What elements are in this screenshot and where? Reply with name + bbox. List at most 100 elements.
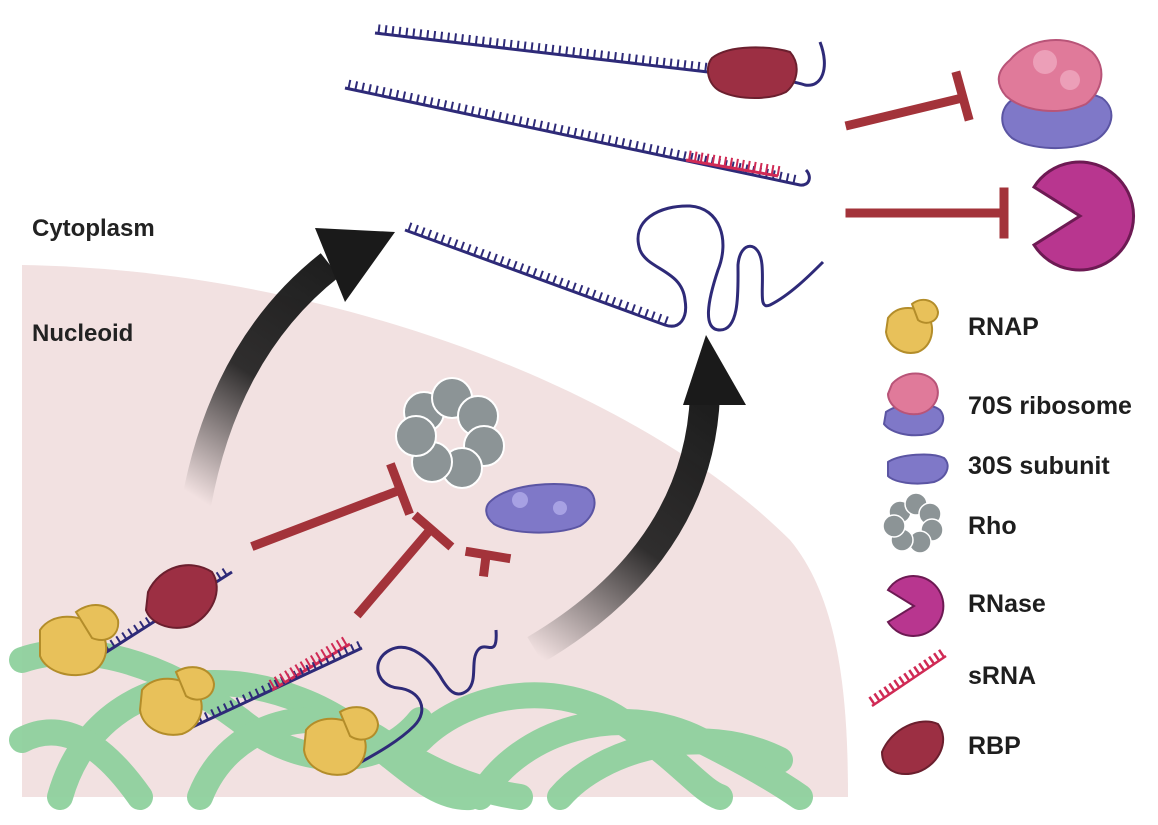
rna-tick	[460, 34, 464, 44]
rna-tick	[273, 676, 281, 686]
rna-tick	[463, 104, 468, 114]
rna-tick	[405, 27, 409, 37]
rna-tick	[613, 52, 617, 62]
rna-tick	[611, 296, 617, 307]
rna-tick	[606, 51, 610, 61]
rna-tick	[729, 157, 734, 168]
rna-tick	[928, 655, 936, 665]
rna-tick	[467, 34, 471, 45]
rna-tick	[479, 248, 485, 258]
rna-tick	[273, 679, 279, 688]
rna-tick	[655, 145, 660, 155]
rna-tick	[628, 139, 632, 149]
rna-tick	[539, 120, 543, 130]
rna-tick	[648, 56, 652, 66]
legend-label-srna: sRNA	[968, 662, 1037, 690]
rna-tick	[519, 263, 525, 273]
rna-tick	[133, 624, 140, 633]
rna-tick	[367, 84, 372, 94]
rna-tick	[361, 82, 365, 92]
rna-tick	[340, 636, 348, 647]
rna-tick	[229, 700, 235, 709]
rna-tick	[433, 232, 439, 242]
rna-tick	[620, 52, 624, 63]
rna-tick	[436, 98, 441, 108]
rna-tick	[495, 38, 499, 48]
rna-tick	[398, 26, 402, 36]
rna-tick	[518, 116, 523, 126]
rna-tick	[347, 79, 352, 89]
rna-tick	[284, 670, 291, 680]
rna-tick	[551, 275, 557, 285]
rna-tick	[407, 222, 413, 232]
rna-tick	[384, 25, 388, 35]
legend-label-rho: Rho	[968, 512, 1017, 540]
rna-tick	[558, 277, 564, 287]
rna-tick	[222, 703, 229, 712]
rna-tick	[491, 110, 496, 120]
rna-tick	[559, 124, 564, 135]
rna-tick	[325, 645, 333, 656]
rna-tick	[315, 651, 322, 662]
rna-tick	[443, 100, 448, 110]
ribosome-70s-icon	[997, 39, 1113, 149]
rna-tick	[330, 642, 338, 653]
rna-tick	[289, 667, 297, 677]
rna-tick	[621, 138, 626, 148]
rna-tick	[294, 664, 302, 674]
rna-tick	[474, 35, 478, 45]
rna-tick	[278, 673, 286, 683]
rbp-nascent	[144, 564, 218, 629]
rna-tick	[440, 234, 446, 244]
rna-tick	[723, 156, 728, 167]
rna-tick	[330, 652, 337, 661]
rna-tick	[492, 253, 498, 263]
rna-tick	[650, 311, 656, 321]
rna-tick	[248, 691, 254, 700]
rna-tick	[216, 706, 222, 715]
rna-tick	[614, 136, 619, 146]
rna-tick	[127, 628, 134, 637]
rbp-bound	[706, 46, 798, 99]
rna-tick	[758, 162, 763, 174]
rna-tick	[459, 241, 465, 251]
rna-tick	[637, 306, 643, 316]
rna-tick	[415, 94, 420, 104]
rna-tick	[484, 108, 489, 119]
rna-tick	[655, 56, 659, 67]
rna-tick	[426, 30, 430, 40]
rna-tick	[630, 304, 636, 314]
rna-tick	[453, 239, 459, 249]
rna-tick	[641, 55, 645, 65]
rna-tick	[580, 129, 585, 139]
rna-tick	[776, 165, 781, 177]
rna-tick	[311, 661, 317, 670]
rna-tick	[525, 117, 530, 127]
rna-tick	[604, 294, 610, 304]
rna-tick	[607, 135, 612, 145]
rna-tick	[144, 616, 151, 625]
rna-tick	[267, 682, 273, 691]
rna-tick	[682, 151, 687, 161]
rna-tick	[591, 289, 597, 299]
dna-strands	[9, 639, 813, 811]
rna-tick	[433, 30, 437, 41]
rna-tick	[409, 92, 413, 103]
rna-tick	[578, 284, 584, 295]
rna-tick	[422, 95, 427, 105]
rna-tick	[395, 89, 400, 100]
rna-tick	[551, 44, 555, 54]
rna-tick	[579, 47, 583, 58]
rna-tick	[466, 244, 472, 254]
rna-tick	[505, 258, 511, 268]
rna-tick	[644, 308, 650, 319]
rna-tick	[770, 164, 775, 176]
rna-tick	[898, 676, 906, 685]
rna-tick	[711, 154, 716, 165]
rna-tick	[203, 711, 210, 721]
rna-tick	[354, 81, 359, 91]
rna-tick	[481, 36, 485, 46]
rna-tick	[473, 246, 479, 256]
rna-tick	[261, 685, 267, 694]
